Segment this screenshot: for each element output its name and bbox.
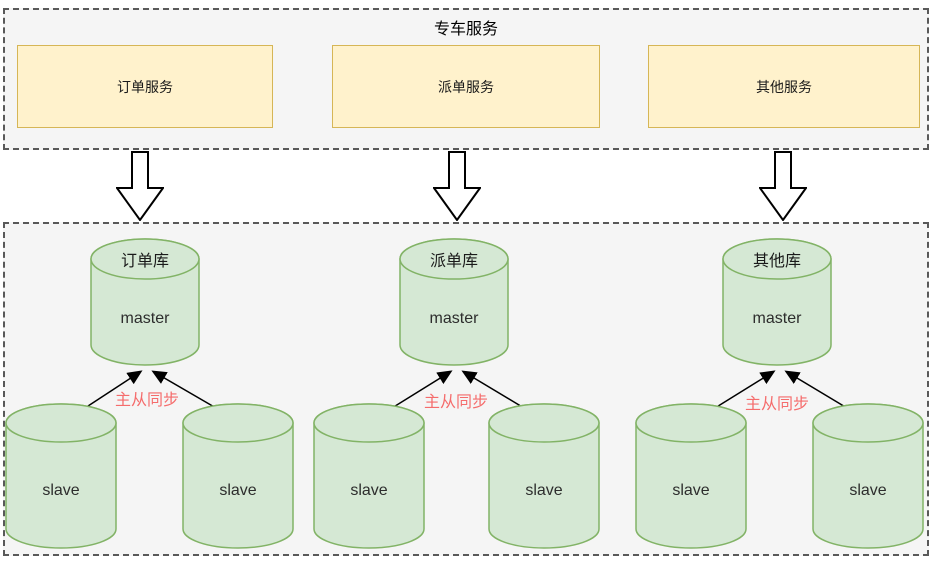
db-role-label: slave	[350, 482, 388, 499]
slave-db-cylinder-dispatch-2: slave	[488, 403, 600, 549]
db-role-label: slave	[525, 482, 563, 499]
master-db-cylinder-other: 其他库 master	[722, 238, 832, 366]
db-name-label: 其他库	[752, 253, 801, 270]
down-arrow-icon	[116, 151, 164, 221]
slave-db-cylinder-order-2: slave	[182, 403, 294, 549]
cylinder-shape	[313, 403, 425, 549]
service-layer-container: 专车服务 订单服务 派单服务 其他服务	[3, 8, 929, 150]
cylinder-shape	[182, 403, 294, 549]
slave-db-cylinder-dispatch-1: slave	[313, 403, 425, 549]
sync-label-dispatch: 主从同步	[423, 394, 489, 411]
slave-db-cylinder-other-1: slave	[635, 403, 747, 549]
cylinder-shape	[635, 403, 747, 549]
cylinder-shape	[488, 403, 600, 549]
cylinder-shape	[5, 403, 117, 549]
db-role-label: slave	[849, 482, 887, 499]
db-role-label: master	[752, 310, 802, 327]
db-role-label: slave	[219, 482, 257, 499]
service-box-order: 订单服务	[17, 45, 273, 128]
down-arrow-icon	[759, 151, 807, 221]
replication-arrows	[84, 370, 848, 409]
db-name-label: 订单库	[120, 253, 169, 270]
sync-label-order: 主从同步	[114, 392, 180, 409]
db-role-label: master	[120, 310, 170, 327]
db-name-label: 派单库	[429, 253, 478, 270]
slave-db-cylinder-order-1: slave	[5, 403, 117, 549]
db-role-label: slave	[672, 482, 710, 499]
cylinder-shape	[812, 403, 924, 549]
cylinder-shape	[399, 238, 509, 366]
cylinder-shape	[722, 238, 832, 366]
service-box-order-label: 订单服务	[117, 78, 173, 95]
master-db-cylinder-order: 订单库 master	[90, 238, 200, 366]
db-role-label: slave	[42, 482, 80, 499]
service-layer-title: 专车服务	[433, 21, 498, 38]
down-arrow-icon	[433, 151, 481, 221]
slave-db-cylinder-other-2: slave	[812, 403, 924, 549]
service-box-other: 其他服务	[648, 45, 920, 128]
service-box-dispatch: 派单服务	[332, 45, 600, 128]
database-layer-container: 订单库 master 主从同步 slave slave 派单库 ma	[3, 222, 929, 556]
cylinder-shape	[90, 238, 200, 366]
db-role-label: master	[429, 310, 479, 327]
service-box-dispatch-label: 派单服务	[438, 78, 494, 95]
sync-label-other: 主从同步	[744, 396, 810, 413]
master-db-cylinder-dispatch: 派单库 master	[399, 238, 509, 366]
service-box-other-label: 其他服务	[756, 78, 812, 95]
